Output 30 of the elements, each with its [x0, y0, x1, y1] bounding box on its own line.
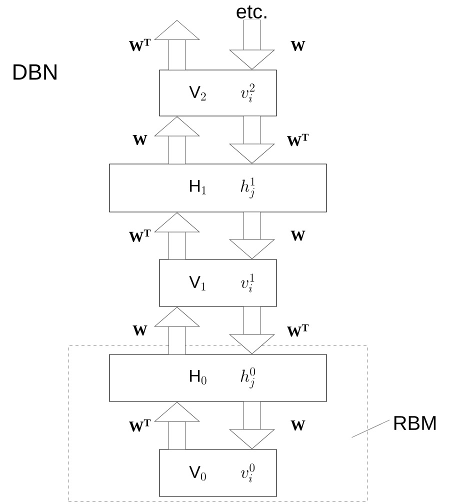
- edge-label: W$^{T}$: [128, 419, 151, 432]
- edge-label: W: [290, 420, 306, 431]
- block-arrow: [154, 116, 200, 164]
- text-label: etc.: [236, 5, 266, 19]
- block-arrow: [229, 212, 275, 260]
- layer-box: $\mathrm{V}_{1}$ $v_{i}^{1}$: [159, 259, 277, 307]
- block-arrow: [154, 402, 200, 450]
- edge-label: W$^{T}$: [128, 230, 151, 242]
- edge-label: W: [290, 230, 306, 241]
- block-arrow: [229, 116, 275, 164]
- edge-label: W$^{T}$: [128, 38, 151, 52]
- block-arrow: [154, 306, 200, 354]
- title-label: DBN: [14, 64, 56, 80]
- layer-box: $\mathrm{V}_{0}$ $v_{i}^{0}$: [159, 449, 277, 497]
- layer-box: $\mathrm{H}_{1}$ $h_{j}^{1}$: [109, 164, 327, 212]
- layer-box: $\mathrm{V}_{2}$ $v_{i}^{2}$: [159, 70, 277, 116]
- block-arrow: [229, 306, 275, 354]
- edge-label: W: [132, 325, 148, 336]
- block-arrow: [154, 212, 200, 260]
- leader-line: [351, 420, 390, 438]
- dashed-frame: [68, 345, 368, 502]
- block-arrow: [229, 20, 275, 70]
- block-arrow: [229, 402, 275, 450]
- edge-label: W: [132, 134, 148, 146]
- text-label: RBM: [394, 416, 436, 430]
- block-arrow: [154, 20, 200, 70]
- edge-label: W$^{T}$: [286, 324, 309, 337]
- edge-label: W$^{T}$: [286, 134, 309, 146]
- edge-label: W: [290, 40, 306, 52]
- layer-box: $\mathrm{H}_{0}$ $h_{j}^{0}$: [109, 354, 327, 402]
